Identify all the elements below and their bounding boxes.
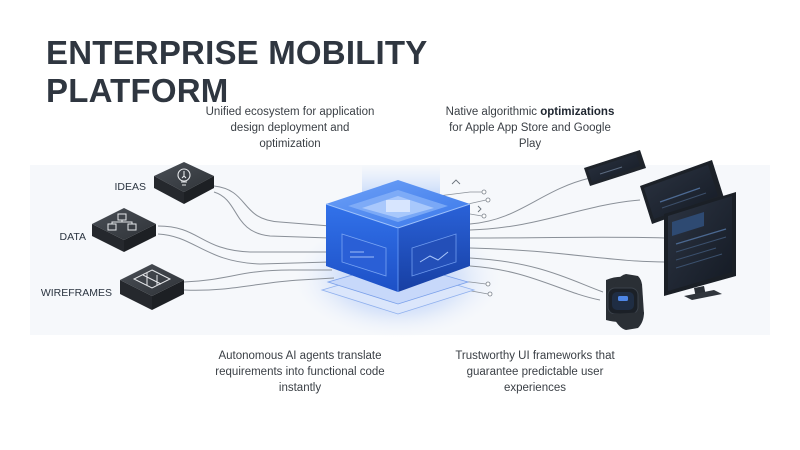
terminal-dots <box>481 189 493 297</box>
ai-core-cube <box>325 180 471 292</box>
desktop-monitor-icon <box>664 192 736 300</box>
input-connections <box>157 185 335 291</box>
page-title: ENTERPRISE MOBILITY PLATFORM <box>46 34 428 110</box>
caption-autonomous-agents: Autonomous AI agents translate requireme… <box>215 350 385 394</box>
caption-unified-ecosystem: Unified ecosystem for application design… <box>205 106 375 150</box>
input-tile-data: DATA <box>60 208 156 252</box>
tablet-icon <box>640 160 724 224</box>
wireframe-icon <box>132 269 172 289</box>
input-label-wireframes: WIREFRAMES <box>41 287 112 299</box>
title-line-1: ENTERPRISE MOBILITY <box>46 34 428 71</box>
caption-trustworthy-ui: Trustworthy UI frameworks that guarantee… <box>455 350 615 394</box>
caption-native-optimizations: Native algorithmic optimizations for App… <box>445 106 615 150</box>
smartwatch-icon <box>606 274 644 330</box>
smartphone-icon <box>584 150 646 186</box>
output-connections <box>469 177 666 301</box>
title-line-2: PLATFORM <box>46 72 229 109</box>
lightbulb-icon <box>177 168 191 186</box>
input-tile-ideas: IDEAS <box>114 162 214 204</box>
flowchart-icon <box>107 213 137 231</box>
input-tile-wireframes: WIREFRAMES <box>41 264 184 310</box>
input-label-ideas: IDEAS <box>114 181 146 193</box>
input-label-data: DATA <box>60 231 86 243</box>
